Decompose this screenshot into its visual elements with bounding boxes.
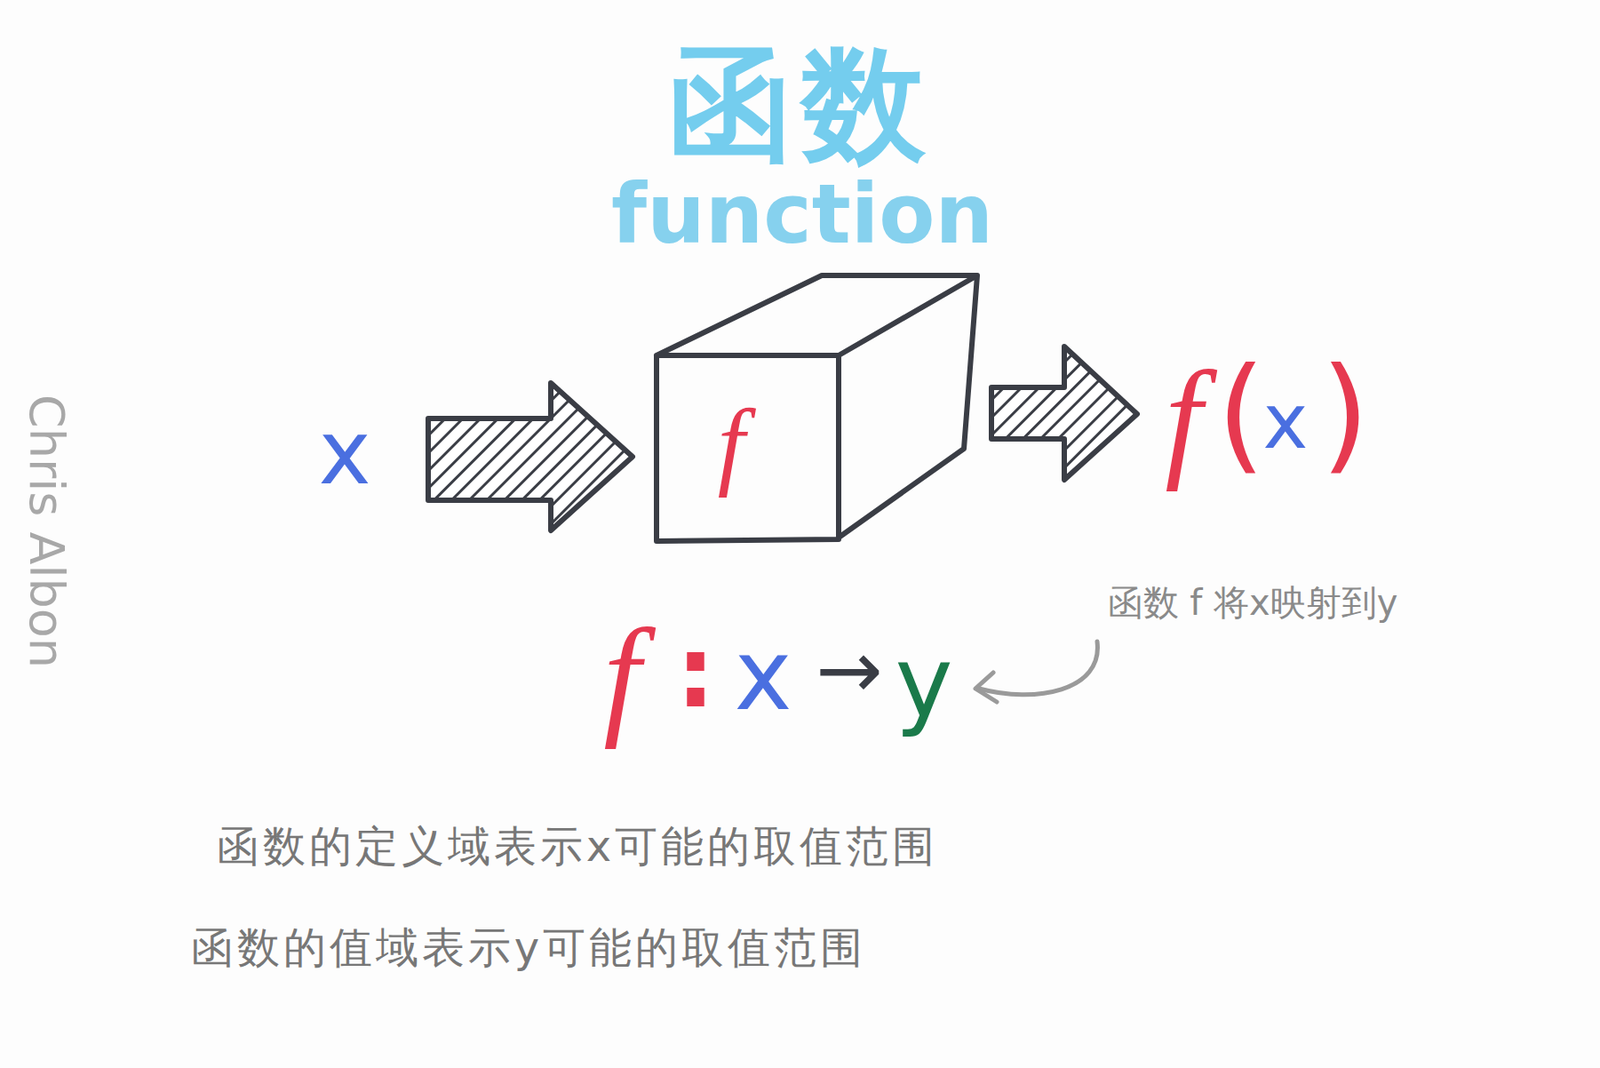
note: 函数的定义域表示x可能的取值范围 <box>216 824 939 868</box>
range-variable: y <box>894 633 953 732</box>
domain-variable: x <box>733 626 792 725</box>
paren: ) <box>1321 351 1370 477</box>
callout-arrowhead <box>975 672 997 702</box>
title: 函数 <box>668 42 935 168</box>
annotation: 函数 f 将x映射到y <box>1107 584 1399 621</box>
function-symbol: f <box>603 608 641 742</box>
input-variable: x <box>1263 382 1309 460</box>
watermark: Chris Albon <box>22 394 71 669</box>
paren: ( <box>1217 351 1266 477</box>
cube-outline <box>652 270 982 547</box>
input-variable: x <box>318 408 371 498</box>
subtitle: function <box>611 174 994 256</box>
callout-curve <box>979 641 1098 695</box>
maps-to-arrow: → <box>815 629 883 710</box>
function-symbol: f <box>717 395 746 494</box>
note: 函数的值域表示y可能的取值范围 <box>191 925 867 969</box>
colon: : <box>676 623 716 722</box>
input-arrow <box>428 382 633 531</box>
function-symbol: f <box>1164 350 1202 485</box>
function-box: f <box>652 270 982 547</box>
output-arrow <box>991 346 1138 480</box>
